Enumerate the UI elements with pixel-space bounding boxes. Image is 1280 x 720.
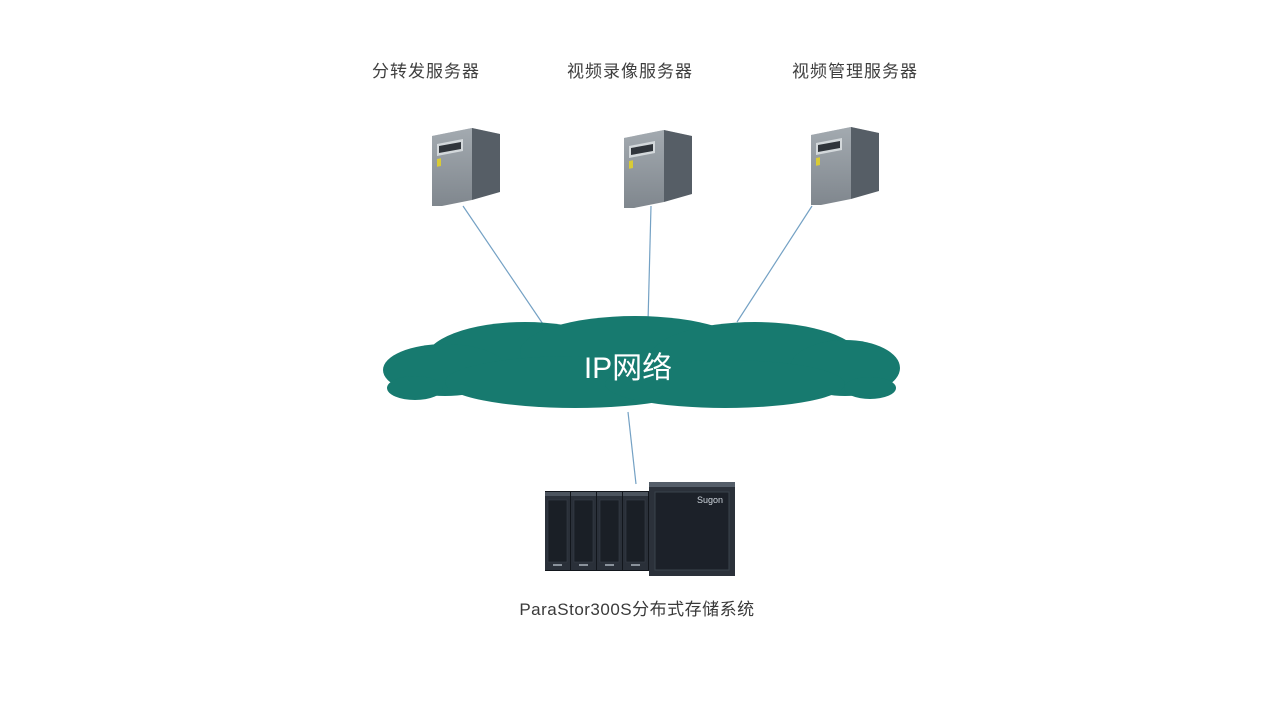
server-label-recording: 视频录像服务器 [567, 62, 693, 81]
tower-display-screen [439, 142, 461, 153]
ip-network-cloud: IP网络 [383, 316, 900, 408]
storage-system-label: ParaStor300S分布式存储系统 [519, 600, 755, 619]
tower-side-face [472, 128, 500, 200]
rack-main-unit: Sugon [649, 482, 735, 576]
tower-display-screen [818, 141, 840, 152]
connector-recording-to-cloud [647, 205, 652, 323]
tower-side-face [851, 127, 879, 199]
server-tower-icon-management [811, 127, 879, 205]
connector-management-to-cloud [736, 205, 813, 323]
rack-left-units [545, 492, 648, 570]
server-tower-icon-recording [624, 130, 692, 208]
tower-side-face [664, 130, 692, 202]
connector-cloud-to-storage [627, 411, 637, 485]
ip-network-label: IP网络 [584, 352, 672, 385]
tower-front-face [432, 128, 472, 206]
tower-power-led [816, 157, 820, 166]
cloud-shape [383, 316, 900, 408]
tower-front-face [811, 127, 851, 205]
server-label-forward: 分转发服务器 [372, 62, 480, 81]
storage-brand-label: Sugon [697, 495, 723, 505]
tower-front-face [624, 130, 664, 208]
storage-rack-icon: Sugon [545, 482, 735, 576]
tower-display-screen [631, 144, 653, 155]
server-label-management: 视频管理服务器 [792, 62, 918, 81]
tower-power-led [629, 160, 633, 169]
tower-power-led [437, 158, 441, 167]
server-tower-icon-forward [432, 128, 500, 206]
